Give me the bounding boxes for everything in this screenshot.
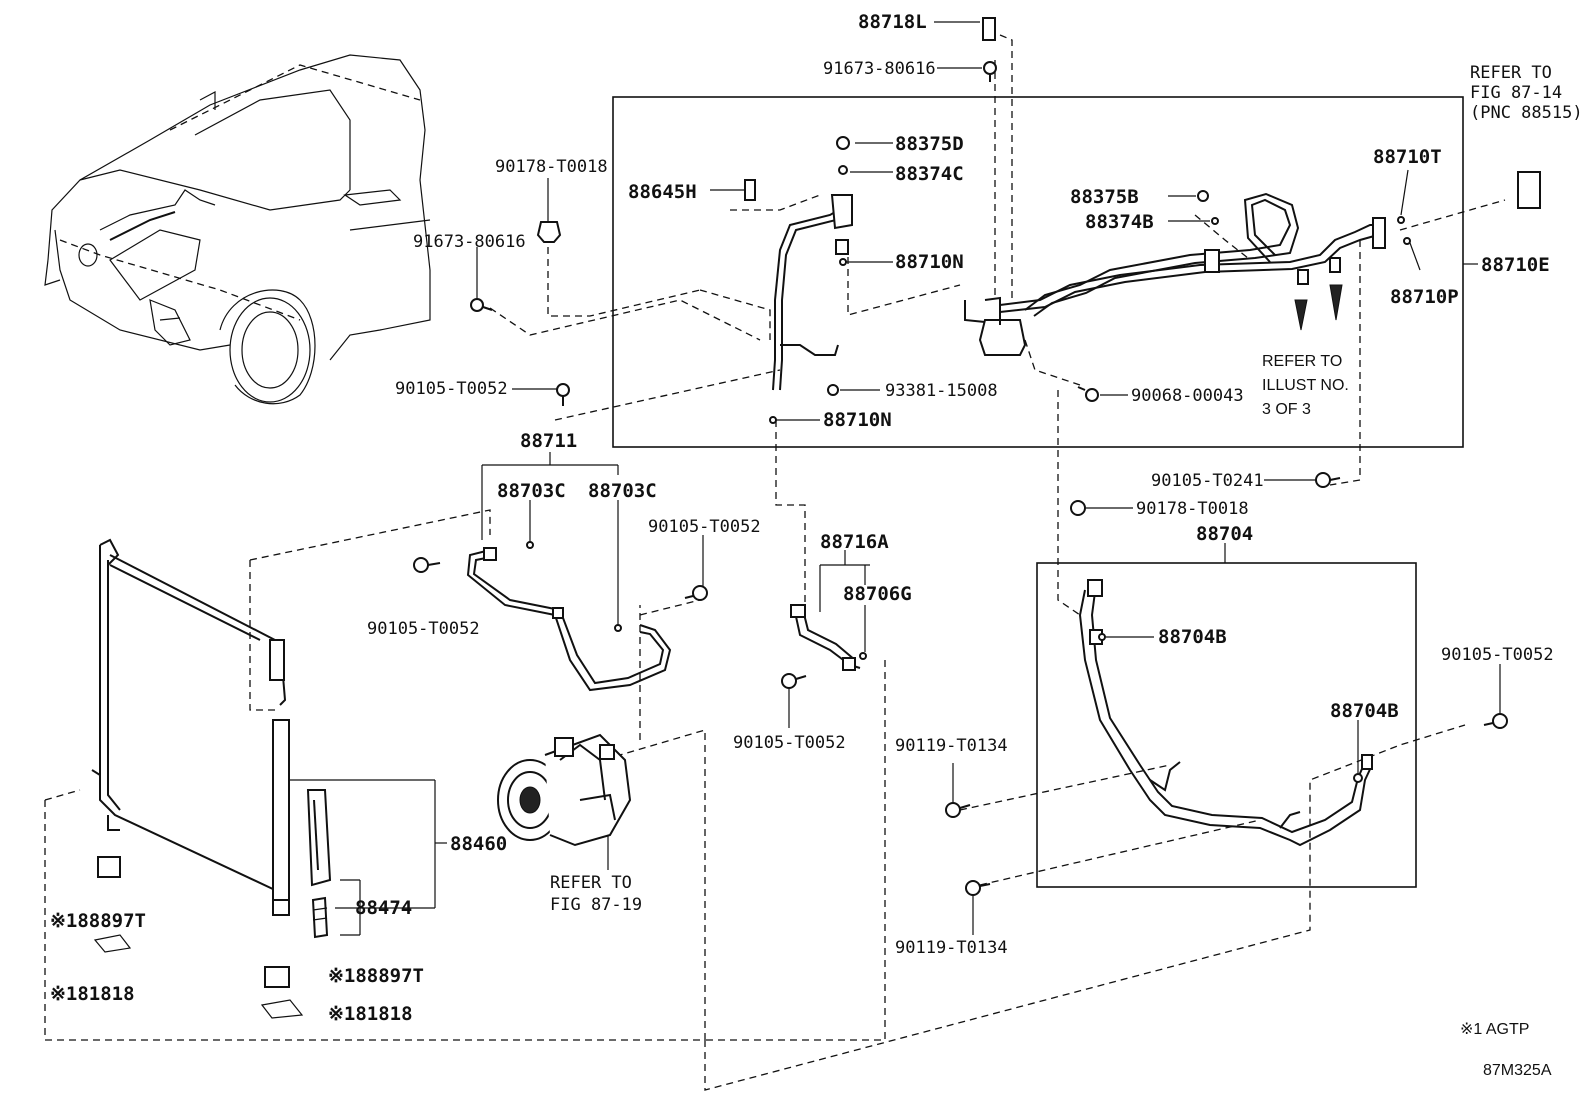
hose-88704 (1078, 579, 1373, 847)
hose-88716A (790, 604, 861, 671)
label-90119-T0134-a: 90119-T0134 (895, 736, 1008, 756)
label-88704: 88704 (1196, 523, 1253, 545)
label-88375B: 88375B (1070, 186, 1139, 208)
fastener-icons (413, 17, 1541, 896)
label-90105-T0052-a: 90105-T0052 (395, 379, 508, 399)
label-88706G: 88706G (843, 583, 912, 605)
label-88718L: 88718L (858, 11, 927, 33)
label-93381-15008: 93381-15008 (885, 381, 998, 401)
part-88897T-right (264, 966, 290, 988)
label-refer-to-2a: REFER TO (1262, 353, 1342, 370)
label-88374C: 88374C (895, 163, 964, 185)
label-91673-80616-left: 91673-80616 (413, 232, 526, 252)
label-90105-T0241: 90105-T0241 (1151, 471, 1264, 491)
compressor (497, 733, 632, 870)
line-88710E (964, 192, 1386, 356)
label-88704B-a: 88704B (1158, 626, 1227, 648)
label-88710E: 88710E (1481, 254, 1550, 276)
part-81818-right (260, 999, 304, 1019)
label-90105-T0052-b: 90105-T0052 (648, 517, 761, 537)
label-88703C-a: 88703C (497, 480, 566, 502)
assembly-dash-lines (44, 34, 1506, 1091)
label-88710N-top: 88710N (895, 251, 964, 273)
assembly-box-88704 (1036, 562, 1417, 888)
label-88897T-left: ※188897T (50, 910, 146, 932)
label-refer-to-3a: REFER TO (550, 873, 632, 893)
label-refer-to-2c: 3 OF 3 (1262, 401, 1311, 418)
label-90105-T0052-d: 90105-T0052 (1441, 645, 1554, 665)
label-90105-T0052-c: 90105-T0052 (367, 619, 480, 639)
label-88710P: 88710P (1390, 286, 1459, 308)
line-88711 (772, 194, 853, 391)
part-labels: 88718L 91673-80616 REFER TO FIG 87-14 (P… (50, 11, 1583, 1079)
label-81818-right: ※181818 (328, 1003, 413, 1025)
part-81818-left (93, 934, 132, 953)
label-88711: 88711 (520, 430, 577, 452)
label-88710N-bottom: 88710N (823, 409, 892, 431)
hose-88703C (466, 547, 672, 692)
label-88374B: 88374B (1085, 211, 1154, 233)
label-88710T: 88710T (1373, 146, 1442, 168)
label-90178-T0018-mid: 90178-T0018 (1136, 499, 1249, 519)
leader-lines (290, 21, 1501, 936)
label-90178-T0018-top: 90178-T0018 (495, 157, 608, 177)
condenser-88460 (91, 538, 290, 916)
label-refer-to-1: REFER TO (1470, 63, 1552, 83)
label-refer-to-1b: FIG 87-14 (1470, 83, 1562, 103)
vehicle-illustration (44, 54, 431, 405)
label-88645H: 88645H (628, 181, 697, 203)
label-88716A: 88716A (820, 531, 889, 553)
label-88474: 88474 (355, 897, 412, 919)
label-88375D: 88375D (895, 133, 964, 155)
label-91673-80616-top: 91673-80616 (823, 59, 936, 79)
label-90068-00043: 90068-00043 (1131, 386, 1244, 406)
label-refer-to-3b: FIG 87-19 (550, 895, 642, 915)
label-refer-to-2b: ILLUST NO. (1262, 377, 1349, 394)
label-88704B-b: 88704B (1330, 700, 1399, 722)
label-90105-T0052-e: 90105-T0052 (733, 733, 846, 753)
label-figure-code: 87M325A (1483, 1062, 1552, 1079)
label-88460: 88460 (450, 833, 507, 855)
label-88897T-right: ※188897T (328, 965, 424, 987)
label-note-agtp: ※1 AGTP (1460, 1021, 1529, 1038)
receiver-parts-88474 (306, 789, 332, 939)
label-90119-T0134-b: 90119-T0134 (895, 938, 1008, 958)
label-88703C-b: 88703C (588, 480, 657, 502)
label-81818-left: ※181818 (50, 983, 135, 1005)
part-88897T-left (97, 856, 121, 878)
label-refer-to-1c: (PNC 88515) (1470, 103, 1583, 123)
assembly-box-88710E (612, 96, 1464, 448)
